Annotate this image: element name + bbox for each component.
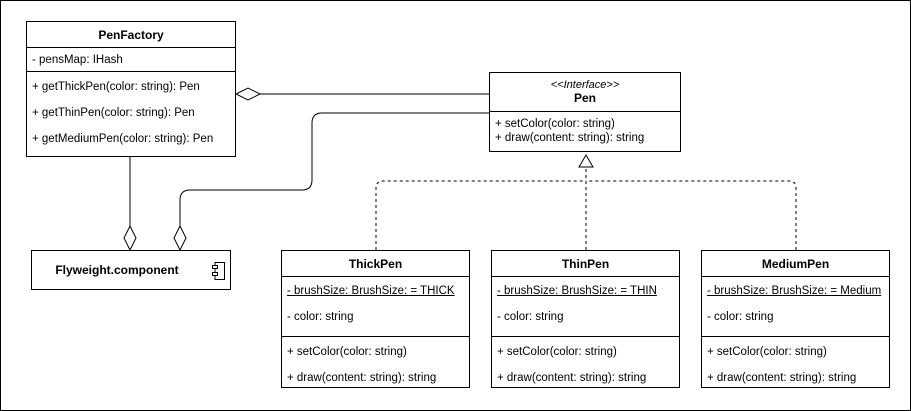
class-name: MediumPen	[702, 251, 889, 277]
realization-line-medium	[586, 180, 797, 250]
aggregation-diamond-component-1	[123, 224, 137, 252]
method: + draw(content: string): string	[495, 132, 645, 144]
attribute: - color: string	[287, 311, 354, 323]
class-pen-factory[interactable]: PenFactory - pensMap: IHash + getThickPe…	[26, 21, 236, 157]
class-name: ThickPen	[282, 251, 469, 277]
aggregation-diamond-component-2	[173, 224, 187, 252]
realization-line-thick	[375, 180, 586, 250]
methods-section: + getThickPen(color: string): Pen + getT…	[27, 72, 235, 146]
aggregation-diamond-factory	[234, 87, 262, 101]
attributes-section: - brushSize: BrushSize: = THIN - color: …	[492, 277, 679, 337]
method: + setColor(color: string)	[707, 346, 827, 358]
component-icon	[212, 262, 225, 280]
methods-section: + setColor(color: string) + draw(content…	[490, 112, 680, 145]
method: + draw(content: string): string	[287, 372, 437, 384]
component-label: Flyweight.component	[55, 263, 179, 277]
method: + getThinPen(color: string): Pen	[32, 107, 195, 119]
aggregation-line-pen-component	[179, 112, 490, 226]
attribute: - color: string	[497, 311, 564, 323]
class-thin-pen[interactable]: ThinPen - brushSize: BrushSize: = THIN -…	[491, 250, 680, 388]
component-flyweight[interactable]: Flyweight.component	[31, 250, 231, 290]
realization-triangle	[578, 154, 594, 168]
method: + setColor(color: string)	[497, 346, 617, 358]
class-medium-pen[interactable]: MediumPen - brushSize: BrushSize: = Medi…	[701, 250, 890, 388]
method: + getThickPen(color: string): Pen	[32, 81, 200, 93]
method: + draw(content: string): string	[497, 372, 647, 384]
methods-section: + setColor(color: string) + draw(content…	[282, 337, 469, 385]
methods-section: + setColor(color: string) + draw(content…	[702, 337, 889, 385]
method: + getMediumPen(color: string): Pen	[32, 133, 214, 145]
static-attribute: - brushSize: BrushSize: = Medium	[707, 285, 882, 297]
class-name: PenFactory	[27, 22, 235, 48]
attribute: - color: string	[707, 311, 774, 323]
attributes-section: - pensMap: IHash	[27, 48, 235, 72]
stereotype: <<Interface>>	[550, 79, 620, 91]
method: + setColor(color: string)	[495, 118, 615, 130]
attribute: - pensMap: IHash	[32, 54, 123, 66]
method: + setColor(color: string)	[287, 346, 407, 358]
static-attribute: - brushSize: BrushSize: = THIN	[497, 285, 657, 297]
class-name: ThinPen	[492, 251, 679, 277]
interface-pen[interactable]: <<Interface>> Pen + setColor(color: stri…	[489, 72, 681, 152]
attributes-section: - brushSize: BrushSize: = Medium - color…	[702, 277, 889, 337]
methods-section: + setColor(color: string) + draw(content…	[492, 337, 679, 385]
class-name: Pen	[573, 91, 596, 105]
attributes-section: - brushSize: BrushSize: = THICK - color:…	[282, 277, 469, 337]
method: + draw(content: string): string	[707, 372, 857, 384]
class-thick-pen[interactable]: ThickPen - brushSize: BrushSize: = THICK…	[281, 250, 470, 388]
static-attribute: - brushSize: BrushSize: = THICK	[287, 285, 455, 297]
